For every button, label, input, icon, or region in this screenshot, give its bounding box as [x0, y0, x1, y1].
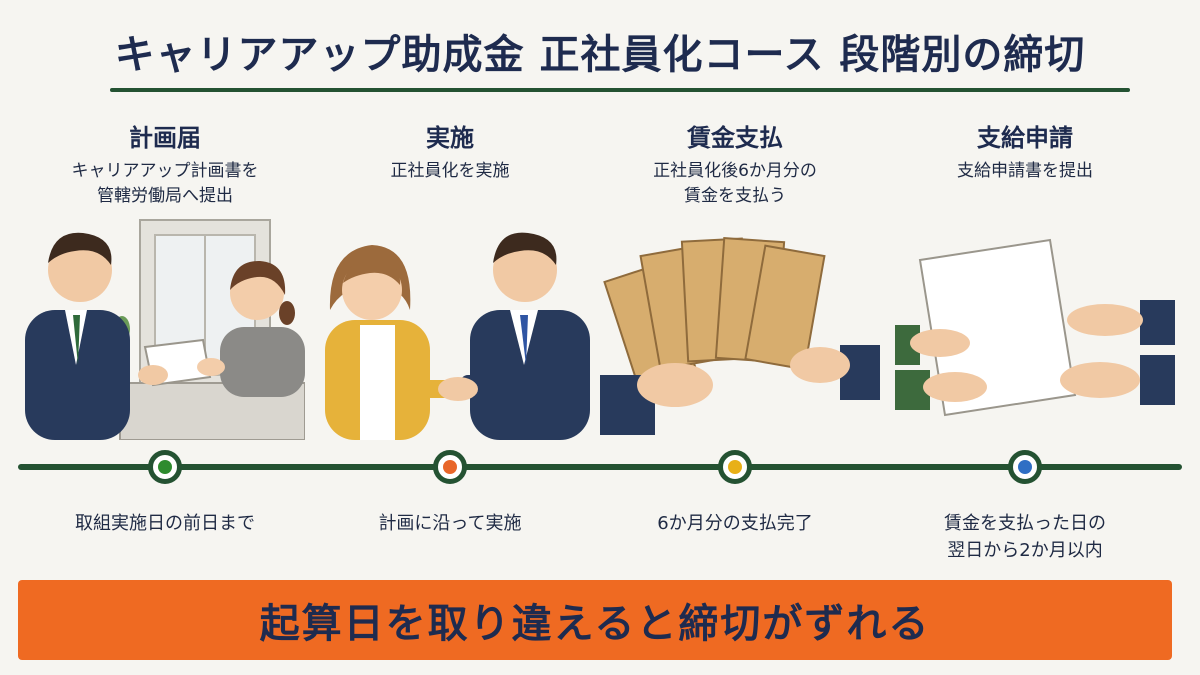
step-title: 賃金支払 — [687, 124, 783, 152]
warning-banner: 起算日を取り違えると締切がずれる — [18, 580, 1172, 660]
step-1-planning: 計画届 キャリアアップ計画書を 管轄労働局へ提出 — [15, 118, 315, 209]
timeline-marker-1 — [148, 450, 182, 484]
marker-fill — [1018, 460, 1032, 474]
timeline-marker-2 — [433, 450, 467, 484]
illustration-handshake — [310, 215, 590, 440]
title-underline — [110, 88, 1130, 92]
illustration-application-document — [895, 215, 1175, 440]
illustration-submission — [25, 215, 305, 440]
step-description: 正社員化を実施 — [390, 161, 510, 181]
step-title: 実施 — [426, 124, 474, 152]
warning-text: 起算日を取り違えると締切がずれる — [259, 601, 931, 647]
deadline-3: 6か月分の支払完了 — [657, 513, 813, 534]
step-description: 支給申請書を提出 — [957, 161, 1093, 181]
step-title: 計画届 — [129, 124, 201, 152]
timeline-marker-3 — [718, 450, 752, 484]
step-description: 正社員化後6か月分の 賃金を支払う — [653, 161, 817, 206]
deadline-4: 賃金を支払った日の 翌日から2か月以内 — [944, 513, 1106, 561]
deadline-1: 取組実施日の前日まで — [75, 513, 255, 534]
step-4-application: 支給申請 支給申請書を提出 — [875, 118, 1175, 184]
deadline-2: 計画に沿って実施 — [378, 513, 522, 534]
step-3-wage-payment: 賃金支払 正社員化後6か月分の 賃金を支払う — [585, 118, 885, 209]
marker-fill — [443, 460, 457, 474]
step-description: キャリアアップ計画書を 管轄労働局へ提出 — [71, 161, 259, 206]
marker-fill — [728, 460, 742, 474]
step-2-implementation: 実施 正社員化を実施 — [300, 118, 600, 184]
step-title: 支給申請 — [977, 124, 1073, 152]
timeline-marker-4 — [1008, 450, 1042, 484]
page-title: キャリアアップ助成金 正社員化コース 段階別の締切 — [114, 32, 1086, 78]
timeline-line — [18, 464, 1182, 470]
illustration-wage-envelopes — [600, 215, 880, 440]
marker-fill — [158, 460, 172, 474]
